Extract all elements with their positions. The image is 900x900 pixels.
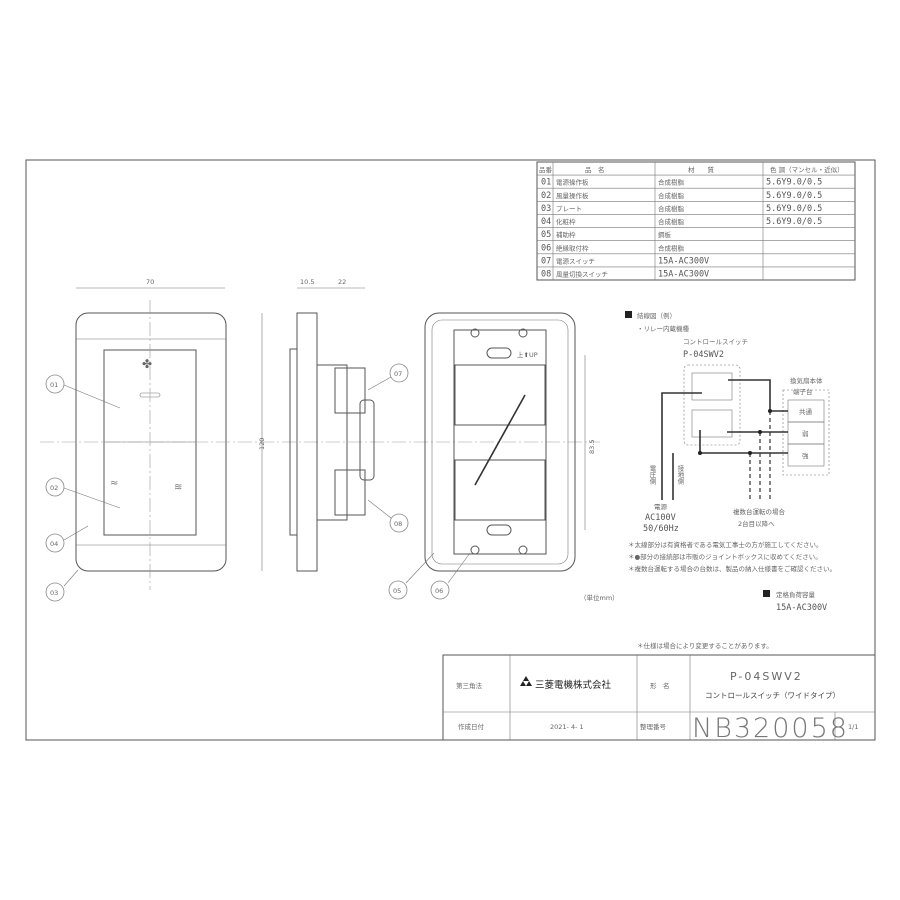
switch-model: P-04SWV2 [683, 350, 724, 360]
multi-unit-label-2: 2台目以降へ [738, 519, 775, 528]
table-cell-part-name: 風量操作板 [556, 191, 589, 200]
table-cell-part-no: 07 [541, 256, 551, 266]
callout-02: 02 [50, 484, 58, 492]
table-cell-part-no: 02 [541, 191, 551, 201]
wiring-title: 結線図（例） [637, 311, 676, 320]
model-label: 形 名 [650, 681, 670, 690]
multi-unit-label-1: 複数台運転の場合 [733, 507, 786, 516]
wiring-note-1: ＊太線部分は有資格者である電気工事士の方が施工してください。 [628, 540, 823, 549]
sheet-number: 1/1 [848, 723, 858, 731]
rated-load-value: 15A-AC300V [776, 603, 827, 613]
switch-07-body [454, 364, 546, 426]
table-cell-part-name: 補助枠 [556, 230, 576, 239]
terminal-weak: 弱 [802, 430, 809, 438]
table-cell-color: 5.6Y9.0/0.5 [766, 204, 822, 214]
table-cell-part-no: 05 [541, 230, 551, 240]
wiring-subtitle: ・リレー内蔵機種 [637, 324, 690, 333]
table-cell-part-no: 03 [541, 204, 551, 214]
product-name: コントロールスイッチ（ワイドタイプ） [705, 691, 840, 700]
ground-side-label: 接地側 [676, 464, 684, 485]
table-cell-part-name: 風量切換スイッチ [556, 270, 608, 279]
back-view: 上⬆UP 83.5 （単位mm） [424, 312, 619, 602]
table-cell-part-no: 04 [541, 217, 551, 227]
dim-mount-pitch: 83.5 [588, 440, 596, 454]
wiring-note-2: ＊●部分の接続部は市販のジョイントボックスに収めてください。 [628, 552, 822, 561]
callout-05: 05 [393, 587, 401, 595]
wind-high-icon: ≋ [174, 482, 182, 493]
dim-front-depth: 10.5 [300, 278, 314, 286]
table-cell-part-name: プレート [556, 205, 582, 213]
projection-method: 第三角法 [456, 681, 483, 690]
creation-date: 2021- 4- 1 [550, 723, 584, 731]
front-view: 70 ✤ ≈ ≋ 120 [40, 278, 600, 590]
spec-note: ＊仕様は場合により変更することがあります。 [637, 641, 773, 650]
callout-08: 08 [394, 520, 402, 528]
callout-01: 01 [50, 381, 58, 389]
unit-note: （単位mm） [580, 593, 619, 602]
rated-load: 定格負荷容量 15A-AC300V [763, 590, 827, 613]
wiring-diagram: 結線図（例） ・リレー内蔵機種 コントロールスイッチ P-04SWV2 換気扇本… [625, 311, 836, 573]
date-label: 作成日付 [458, 722, 485, 731]
rated-load-label: 定格負荷容量 [776, 590, 816, 599]
table-cell-part-no: 01 [541, 178, 551, 188]
side-view: 10.5 22 [289, 278, 375, 572]
wind-low-icon: ≈ [110, 478, 118, 489]
table-cell-material: 合成樹脂 [658, 204, 685, 213]
header-part-no: 品番 [539, 166, 553, 174]
table-cell-part-no: 08 [541, 270, 551, 280]
terminal-strong: 強 [802, 452, 809, 460]
table-cell-material: 合成樹脂 [658, 217, 685, 226]
mitsubishi-logo-icon [520, 676, 532, 686]
switch-08-body [454, 459, 546, 521]
dim-width: 70 [146, 278, 154, 286]
dim-back-depth: 22 [338, 278, 346, 286]
terminal-common: 共通 [799, 407, 813, 416]
fan-body-label: 換気扇本体 [790, 376, 823, 385]
table-cell-part-name: 絶縁取付枠 [556, 243, 589, 252]
power-label: 電源 [654, 502, 668, 511]
voltage-side-label: 電圧側 [648, 465, 656, 485]
header-color: 色 調（マンセル・近似） [770, 165, 844, 174]
table-cell-part-no: 06 [541, 243, 551, 253]
drawing-number: NB320058 [692, 713, 849, 744]
power-frequency: 50/60Hz [643, 524, 679, 534]
drawing-number-label: 整理番号 [640, 722, 667, 731]
terminal-label: 端子台 [793, 387, 813, 396]
table-cell-color: 5.6Y9.0/0.5 [766, 178, 822, 188]
wiring-note-3: ＊複数台運転する場合の台数は、製品の納入仕様書をご確認ください。 [628, 564, 836, 573]
table-cell-material: 15A-AC300V [658, 270, 709, 280]
table-cell-material: 合成樹脂 [658, 178, 685, 187]
table-cell-material: 15A-AC300V [658, 256, 709, 266]
table-cell-color: 5.6Y9.0/0.5 [766, 217, 822, 227]
up-mark: 上⬆UP [517, 350, 538, 359]
header-part-name: 品 名 [585, 165, 605, 174]
table-cell-part-name: 化粧枠 [556, 217, 576, 226]
fan-icon: ✤ [142, 357, 152, 371]
drawing-frame [25, 159, 876, 741]
callout-04: 04 [50, 540, 58, 548]
callout-06: 06 [435, 587, 443, 595]
table-cell-color: 5.6Y9.0/0.5 [766, 191, 822, 201]
header-material: 材 質 [688, 165, 715, 174]
callouts: 01 02 03 04 05 06 07 08 [45, 363, 471, 602]
title-block: 第三角法 三菱電機株式会社 形 名 P-04SWV2 コントロールスイッチ（ワイ… [442, 654, 876, 744]
dim-height: 120 [258, 438, 266, 450]
table-cell-material: 合成樹脂 [658, 243, 685, 252]
model-number: P-04SWV2 [730, 670, 803, 683]
power-voltage: AC100V [645, 513, 676, 523]
callout-03: 03 [50, 589, 58, 597]
table-cell-material: 合成樹脂 [658, 191, 685, 200]
table-cell-material: 鋼板 [658, 230, 672, 239]
table-cell-part-name: 電源操作板 [556, 178, 589, 187]
switch-name: コントロールスイッチ [683, 338, 748, 346]
company-name: 三菱電機株式会社 [535, 679, 612, 691]
callout-07: 07 [394, 370, 402, 378]
table-cell-part-name: 電源スイッチ [556, 256, 595, 265]
